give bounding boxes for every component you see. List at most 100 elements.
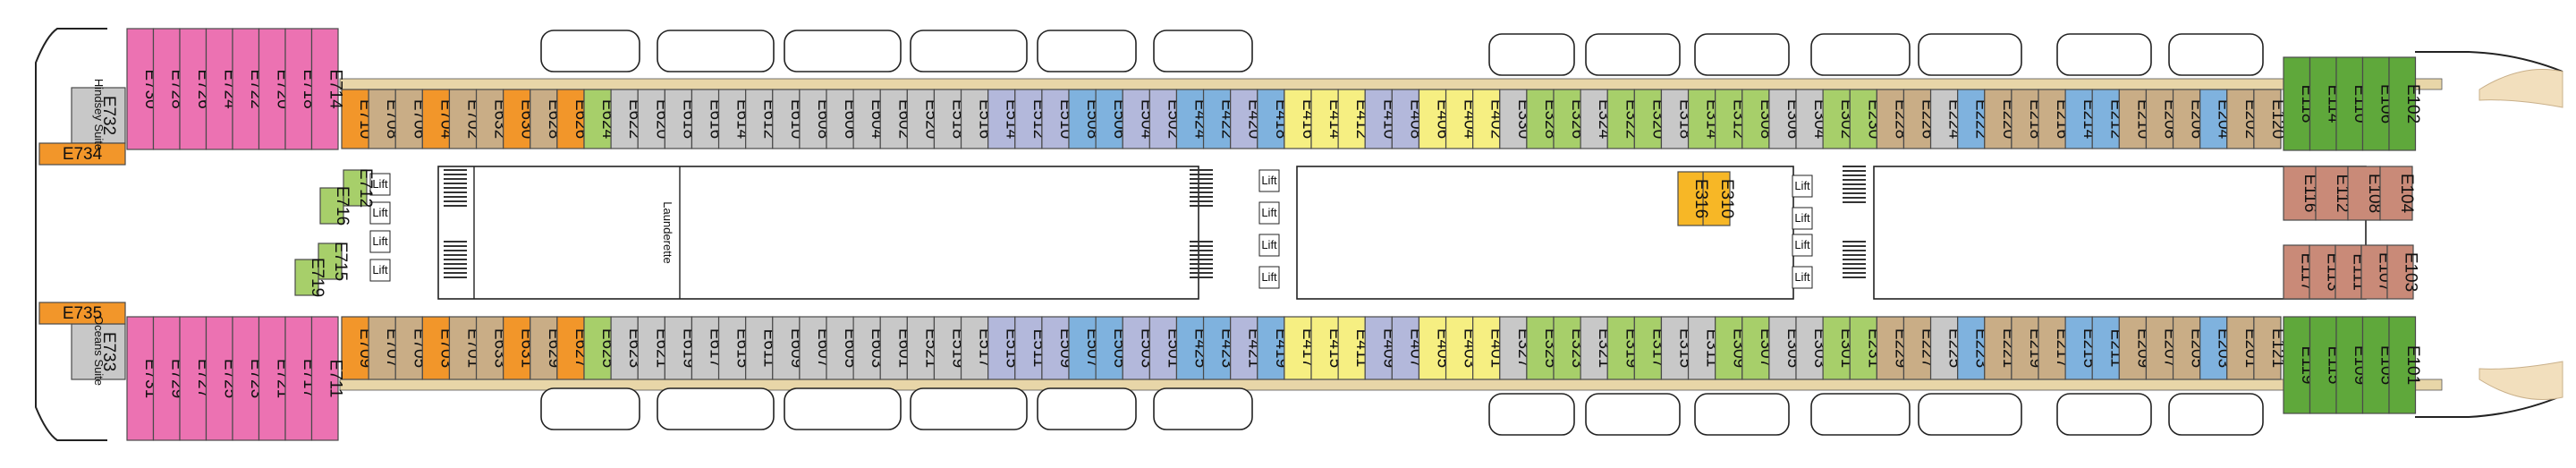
cabin-bottom-E617[interactable]: E617 xyxy=(691,316,725,380)
lifeboat xyxy=(1918,33,2022,76)
cabin-suite-E733[interactable]: E733 xyxy=(71,323,126,380)
lifeboat xyxy=(1488,393,1575,436)
cabin-aft-E721[interactable]: E721 xyxy=(258,316,292,441)
lifeboat xyxy=(1810,33,1911,76)
lift-label: Lift xyxy=(1261,238,1277,251)
cabin-fwd-E119[interactable]: E119 xyxy=(2283,316,2317,414)
cabin-suite-E735[interactable]: E735 xyxy=(38,302,126,325)
lifeboat xyxy=(657,30,775,72)
cabin-aft-E717[interactable]: E717 xyxy=(284,316,318,441)
cabin-fwd-E110[interactable]: E110 xyxy=(2335,56,2369,151)
cabin-bottom-E311[interactable]: E311 xyxy=(1687,316,1722,380)
cabin-inner-E716[interactable]: E716 xyxy=(319,186,352,225)
cabin-suite-E732[interactable]: E732 xyxy=(71,87,126,144)
lifts: LiftLiftLiftLiftLiftLiftLiftLiftLiftLift… xyxy=(369,169,1813,289)
cabin-bottom-E307[interactable]: E307 xyxy=(1741,316,1775,380)
cabin-label: E735 xyxy=(63,304,102,323)
cabin-aft-E711[interactable]: E711 xyxy=(310,316,345,441)
lift: Lift xyxy=(1258,234,1280,257)
lift-label: Lift xyxy=(1261,174,1277,187)
cabin-top-E328[interactable]: E328 xyxy=(1526,89,1560,149)
suite-name-label: Hindsey Suite xyxy=(92,79,106,150)
cabin-bottom-E309[interactable]: E309 xyxy=(1715,316,1749,380)
cabin-aft-E714[interactable]: E714 xyxy=(310,28,345,150)
cabin-aft-E726[interactable]: E726 xyxy=(179,28,213,150)
cabin-fwd-E108[interactable]: E108 xyxy=(2347,166,2384,221)
cabin-fwd-E111[interactable]: E111 xyxy=(2334,244,2368,300)
cabin-inner-E719[interactable]: E719 xyxy=(294,258,326,297)
cabin-aft-E725[interactable]: E725 xyxy=(205,316,240,441)
lift: Lift xyxy=(1258,266,1280,289)
cabin-bottom-E211[interactable]: E211 xyxy=(2091,316,2125,380)
cabin-label: E733 xyxy=(99,332,118,371)
cabin-aft-E720[interactable]: E720 xyxy=(258,28,292,150)
cabin-fwd-E101[interactable]: E101 xyxy=(2388,316,2422,414)
lifeboat xyxy=(1037,30,1137,72)
cabin-fwd-E103[interactable]: E103 xyxy=(2386,244,2420,300)
lift-label: Lift xyxy=(1261,270,1277,284)
cabin-top-E512[interactable]: E512 xyxy=(1014,89,1048,149)
cabin-label: E102 xyxy=(2403,84,2422,123)
lifeboat xyxy=(1585,33,1681,76)
cabin-label: E108 xyxy=(2365,174,2384,213)
cabin-fwd-E102[interactable]: E102 xyxy=(2388,56,2422,151)
cabin-suite-E734[interactable]: E734 xyxy=(38,142,126,166)
lift: Lift xyxy=(1258,201,1280,225)
cabin-bottom-E323[interactable]: E323 xyxy=(1553,316,1587,380)
cabin-inner-E712[interactable]: E712 xyxy=(343,168,375,208)
cabin-fwd-E115[interactable]: E115 xyxy=(2309,316,2343,414)
cabin-inner-E715[interactable]: E715 xyxy=(318,242,350,281)
cabin-fwd-E112[interactable]: E112 xyxy=(2315,166,2351,221)
cabin-bottom-E419[interactable]: E419 xyxy=(1257,316,1291,380)
cabin-label: E103 xyxy=(2402,252,2420,292)
lifeboats xyxy=(540,30,2264,436)
cabin-label: E734 xyxy=(63,145,103,164)
cabin-bottom-E321[interactable]: E321 xyxy=(1580,316,1614,380)
cabin-top-E412[interactable]: E412 xyxy=(1337,89,1371,149)
cabin-aft-E728[interactable]: E728 xyxy=(152,28,187,150)
lifeboat xyxy=(540,387,640,430)
lift: Lift xyxy=(1792,207,1813,230)
cabin-label: E714 xyxy=(326,69,344,109)
walkway-top xyxy=(339,78,2443,90)
cabin-bottom-E203[interactable]: E203 xyxy=(2199,316,2233,380)
cabin-fwd-E104[interactable]: E104 xyxy=(2379,166,2416,221)
lifeboat xyxy=(540,30,640,72)
lifeboat xyxy=(1585,393,1681,436)
cabin-top-E330[interactable]: E330 xyxy=(1499,89,1533,149)
lift-label: Lift xyxy=(372,206,388,219)
cabin-label: E101 xyxy=(2403,345,2422,385)
lift-label: Lift xyxy=(372,234,388,248)
lift: Lift xyxy=(1792,266,1813,289)
lifeboat xyxy=(1810,393,1911,436)
cabin-bottom-E303[interactable]: E303 xyxy=(1795,316,1829,380)
cabin-bottom-E317[interactable]: E317 xyxy=(1633,316,1667,380)
cabin-aft-E731[interactable]: E731 xyxy=(126,316,160,441)
stairs xyxy=(1190,241,1213,278)
cabin-label: E310 xyxy=(1717,179,1736,218)
lifeboat xyxy=(2168,393,2264,436)
lift: Lift xyxy=(1258,169,1280,192)
lifeboat xyxy=(1488,33,1575,76)
cabin-top-E120[interactable]: E120 xyxy=(2253,89,2287,149)
cabin-bottom-E401[interactable]: E401 xyxy=(1472,316,1506,380)
suite-name-label: Oceans Suite xyxy=(92,316,106,386)
cabin-top-E502[interactable]: E502 xyxy=(1148,89,1182,149)
cabin-bottom-E121[interactable]: E121 xyxy=(2253,316,2287,380)
lifeboat xyxy=(1694,33,1790,76)
cabin-inner-E316[interactable]: E316 xyxy=(1677,171,1710,226)
cabin-label: E719 xyxy=(308,258,326,297)
cabin-label: E116 xyxy=(2301,174,2319,213)
cabin-aft-E727[interactable]: E727 xyxy=(179,316,213,441)
cabin-fwd-E107[interactable]: E107 xyxy=(2360,244,2394,300)
lifeboat xyxy=(910,387,1028,430)
cabin-inner-E310[interactable]: E310 xyxy=(1702,171,1736,226)
cabin-label: E712 xyxy=(356,168,375,208)
lift: Lift xyxy=(369,173,391,196)
lift: Lift xyxy=(1792,174,1813,198)
cabin-fwd-E116[interactable]: E116 xyxy=(2283,166,2319,221)
cabin-top-E230[interactable]: E230 xyxy=(1849,89,1883,149)
cabin-label: E121 xyxy=(2268,328,2287,368)
